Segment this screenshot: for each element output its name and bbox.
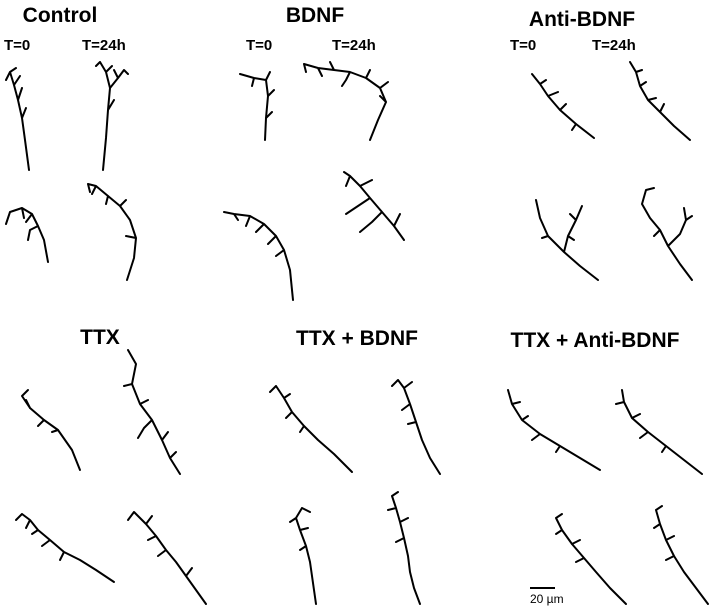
panel-title-control: Control (23, 4, 98, 27)
neuron-tracing-control-bottom-t24 (87, 183, 137, 281)
neuron-tracing-ttx-bottom-t24 (127, 511, 207, 605)
neuron-tracing-bdnf-top-t0 (239, 71, 275, 141)
neuron-tracing-bdnf-bottom-t0 (223, 211, 294, 301)
neuron-tracing-anti-bdnf-bottom-t0 (535, 199, 599, 281)
time-label-control-t24: T=24h (82, 37, 126, 54)
panel-title-ttx-anti-bdnf: TTX + Anti-BDNF (511, 329, 680, 352)
neuron-tracing-ttx-bottom-t0 (15, 513, 115, 583)
neuron-tracing-ttx-top-t24 (123, 349, 181, 475)
time-label-bdnf-t0: T=0 (246, 37, 272, 54)
time-label-anti-bdnf-t24: T=24h (592, 37, 636, 54)
panel-title-ttx: TTX (80, 326, 120, 349)
scale-bar-label: 20 µm (530, 592, 564, 606)
neuron-tracing-ttx-bdnf-bottom-t24 (387, 491, 421, 605)
neuron-tracing-bdnf-bottom-t24 (343, 171, 405, 241)
time-label-control-t0: T=0 (4, 37, 30, 54)
neuron-tracing-control-top-t24 (95, 61, 129, 171)
neuron-tracing-ttx-bdnf-bottom-t0 (289, 507, 317, 605)
neuron-tracing-ttx-bdnf-top-t24 (391, 379, 441, 475)
neuron-tracing-ttx-top-t0 (21, 389, 81, 471)
neuron-tracing-ttx-anti-bdnf-top-t24 (615, 389, 703, 475)
panel-title-bdnf: BDNF (286, 4, 344, 27)
time-label-bdnf-t24: T=24h (332, 37, 376, 54)
neuron-tracing-anti-bdnf-top-t0 (531, 73, 595, 139)
neuron-tracing-ttx-anti-bdnf-bottom-t0 (555, 513, 627, 605)
neuron-tracing-ttx-bdnf-top-t0 (269, 385, 353, 473)
neuron-tracing-control-bottom-t0 (5, 207, 49, 263)
panel-title-anti-bdnf: Anti-BDNF (529, 8, 635, 31)
neuron-tracing-bdnf-top-t24 (303, 61, 389, 141)
neuron-tracing-anti-bdnf-bottom-t24 (641, 187, 693, 281)
panel-title-ttx-bdnf: TTX + BDNF (296, 327, 418, 350)
neuron-tracing-anti-bdnf-top-t24 (629, 61, 691, 141)
neuron-tracing-ttx-anti-bdnf-top-t0 (507, 389, 601, 471)
neuron-tracing-ttx-anti-bdnf-bottom-t24 (653, 505, 709, 605)
neuron-tracing-control-top-t0 (5, 67, 30, 171)
time-label-anti-bdnf-t0: T=0 (510, 37, 536, 54)
